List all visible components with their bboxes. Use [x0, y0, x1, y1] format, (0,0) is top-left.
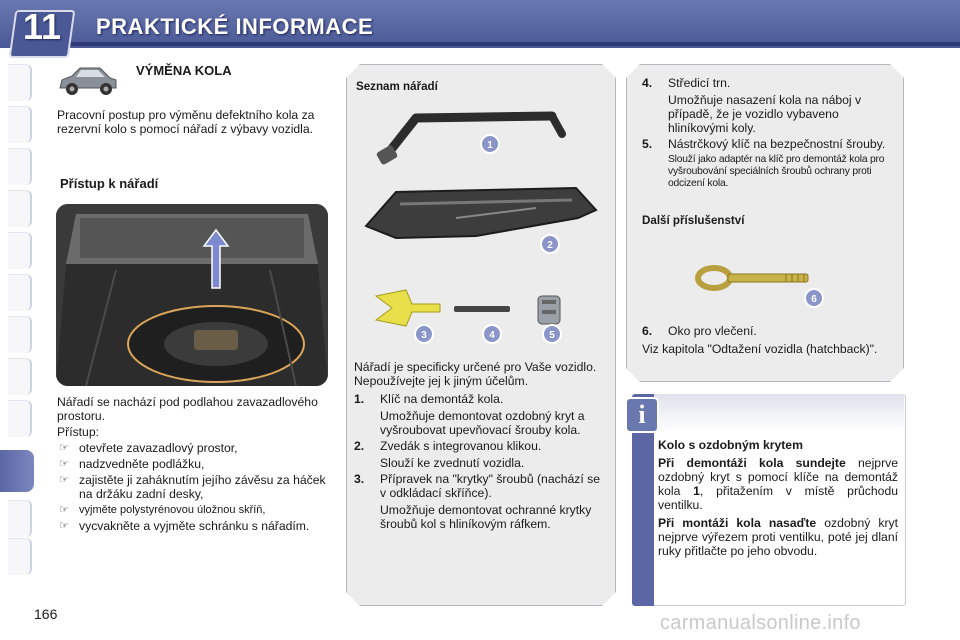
list-item: ☞otevřete zavazadlový prostor, — [59, 441, 238, 455]
subsection-title: Přístup k nářadí — [60, 176, 159, 191]
info-paragraph: Při demontáži kola sundejte nejprve ozdo… — [658, 456, 899, 512]
callout-3-label: 3 — [421, 330, 427, 341]
list-item: 6.Oko pro vlečení. — [642, 324, 757, 338]
callout-4-label: 4 — [489, 330, 495, 341]
accessories-title: Další příslušenství — [642, 214, 745, 227]
tools-panel — [346, 64, 616, 606]
page-title: PRAKTICKÉ INFORMACE — [96, 14, 374, 39]
callout-2 — [540, 234, 560, 254]
bullet-icon: ☞ — [59, 458, 69, 470]
bullet-icon: ☞ — [59, 520, 69, 532]
page-number: 166 — [34, 606, 58, 622]
callout-3 — [414, 324, 434, 344]
chapter-number: 11 — [22, 6, 62, 47]
chapter-tab[interactable] — [8, 190, 32, 227]
bullet-icon: ☞ — [59, 504, 69, 516]
list-item: 4.Středicí trn. Umožňuje nasazení kola n… — [642, 76, 862, 135]
list-item: 5.Nástrčkový klíč na bezpečnostní šrouby… — [642, 137, 886, 189]
towing-eye-text: 6.Oko pro vlečení. Viz kapitola "Odtažen… — [642, 322, 896, 359]
info-text: Kolo s ozdobným krytem Při demontáži kol… — [658, 438, 898, 562]
callout-2-label: 2 — [547, 240, 553, 251]
location-text: Nářadí se nachází pod podlahou zavazadlo… — [57, 395, 318, 423]
intro-text: Pracovní postup pro výměnu defektního ko… — [57, 108, 315, 136]
chapter-tab[interactable] — [8, 148, 32, 185]
info-box-header — [654, 394, 904, 432]
list-item: 1.Klíč na demontáž kola. Umožňuje demont… — [354, 392, 585, 437]
chapter-tab[interactable] — [8, 316, 32, 353]
list-item: ☞nadzvedněte podlážku, — [59, 457, 205, 471]
callout-4 — [482, 324, 502, 344]
car-icon — [59, 67, 117, 95]
section-title: VÝMĚNA KOLA — [136, 63, 232, 78]
page-header — [0, 0, 960, 48]
towing-eye-illustration: 6 — [695, 265, 824, 308]
chapter-tab[interactable] — [8, 232, 32, 269]
trunk-photo — [56, 204, 328, 386]
see-also-text: Viz kapitola "Odtažení vozidla (hatchbac… — [642, 342, 878, 356]
access-label: Přístup: — [57, 425, 99, 439]
info-icon: i — [625, 397, 659, 433]
tools-list-continued: 4.Středicí trn. Umožňuje nasazení kola n… — [642, 74, 896, 192]
list-item: 2.Zvedák s integrovanou klikou. Slouží k… — [354, 439, 542, 470]
watermark: carmanualsonline.info — [660, 612, 861, 634]
accessories-panel — [626, 64, 904, 382]
chapter-tab-active[interactable] — [0, 450, 34, 492]
chapter-tabs — [0, 64, 34, 575]
bullet-icon: ☞ — [59, 474, 69, 486]
callout-1-label: 1 — [487, 140, 493, 151]
list-item: ☞zajistěte ji zaháknutím jejího závěsu z… — [59, 473, 326, 501]
chapter-tab[interactable] — [8, 64, 32, 101]
chapter-tab[interactable] — [8, 538, 32, 575]
tools-illustration: 1 2 3 4 5 — [364, 111, 598, 344]
callout-5 — [542, 324, 562, 344]
access-instructions: Nářadí se nachází pod podlahou zavazadlo… — [57, 395, 329, 535]
callout-1 — [480, 134, 500, 154]
chapter-tab[interactable] — [8, 400, 32, 437]
chapter-tab[interactable] — [8, 358, 32, 395]
chapter-tab[interactable] — [8, 274, 32, 311]
info-box-bar — [632, 394, 654, 606]
callout-6-label: 6 — [811, 294, 817, 305]
chapter-tab[interactable] — [8, 106, 32, 143]
header-underline — [60, 42, 960, 46]
callout-5-label: 5 — [549, 330, 555, 341]
callout-6 — [804, 288, 824, 308]
list-item: ☞vyjměte polystyrénovou úložnou skříň, — [59, 504, 266, 516]
list-item: 3.Přípravek na "krytky" šroubů (nachází … — [354, 472, 600, 531]
chapter-tab[interactable] — [8, 500, 32, 537]
tools-list-title: Seznam nářadí — [356, 80, 438, 93]
list-item: ☞vycvakněte a vyjměte schránku s nářadím… — [59, 519, 310, 533]
bullet-icon: ☞ — [59, 442, 69, 454]
tools-intro: Nářadí je specificky určené pro Vaše voz… — [354, 360, 597, 388]
info-paragraph: Při montáži kola nasaďte ozdobný kryt ne… — [658, 516, 898, 558]
info-title: Kolo s ozdobným krytem — [658, 438, 803, 452]
tools-description: Nářadí je specificky určené pro Vaše voz… — [354, 360, 606, 533]
